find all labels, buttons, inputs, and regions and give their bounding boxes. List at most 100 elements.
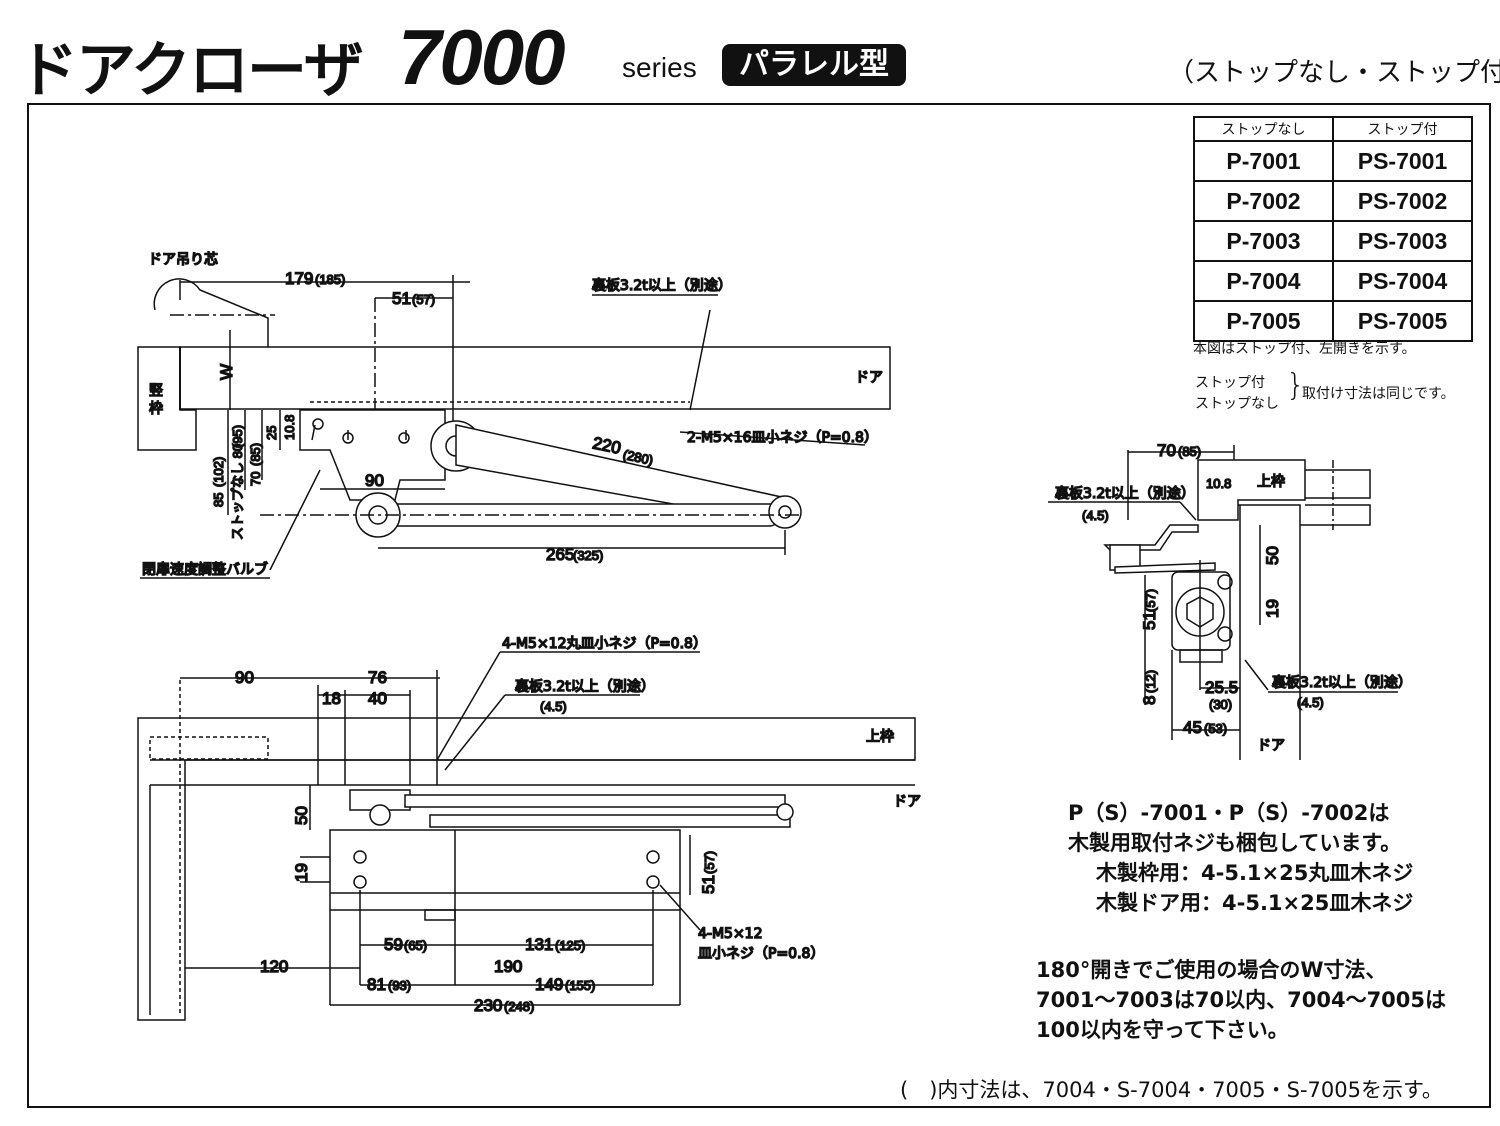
bottom-screws2-label-2: 皿小ネジ（P=0.8）	[698, 946, 824, 962]
w-label: W	[217, 364, 236, 380]
cell: PS-7002	[1332, 180, 1473, 222]
drawing-frame	[27, 103, 1491, 1108]
bottom-dim-57: (57)	[702, 851, 717, 874]
page-title: ドアクローザ	[18, 36, 364, 106]
bottom-screws-label: 4-M5×12丸皿小ネジ（P=0.8）	[502, 636, 707, 652]
cell: P-7005	[1193, 300, 1334, 342]
bottom-view	[137, 651, 916, 1021]
cell: P-7002	[1193, 180, 1334, 222]
side-dim-10-8: 10.8	[1206, 476, 1231, 491]
bottom-dim-125: (125)	[555, 938, 585, 953]
side-dim-53: (53)	[1204, 721, 1227, 736]
cell: P-7004	[1193, 260, 1334, 302]
wood-screws-note-1: P（S）-7001・P（S）-7002は	[1068, 801, 1390, 825]
bottom-dim-81: 81	[367, 975, 386, 994]
cell: PS-7001	[1332, 140, 1473, 182]
stop-without-label: ストップなし	[1195, 396, 1279, 412]
brace-icon: }	[1286, 368, 1306, 403]
dim-57: (57)	[412, 292, 435, 307]
bottom-dim-190: 190	[494, 957, 522, 976]
col-header: ストップなし	[1193, 116, 1334, 142]
same-dims-note: 取付け寸法は同じです。	[1302, 386, 1455, 402]
bottom-dim-19: 19	[292, 863, 311, 882]
side-dim-57: (57)	[1143, 589, 1158, 612]
side-dim-51: 51	[1140, 611, 1159, 630]
dim-51: 51	[392, 289, 411, 308]
figure-note: 本図はストップ付、左開きを示す。	[1193, 341, 1416, 357]
dim-90: 90	[365, 471, 384, 490]
bottom-screws2-label-1: 4-M5×12	[698, 926, 763, 942]
closer-body-bottom	[329, 829, 681, 911]
table-header-row: ストップなし ストップ付	[1193, 116, 1473, 142]
forearm-bottom	[404, 794, 786, 808]
side-dim-12: (12)	[1143, 670, 1158, 693]
dim-10-8: 10.8	[282, 415, 297, 440]
main-arm-bottom	[429, 814, 791, 828]
side-dim-25-5: 25.5	[1205, 678, 1238, 697]
bottom-dim-90: 90	[235, 668, 254, 687]
side-view	[1048, 445, 1398, 760]
screws-label: 2-M5×16皿小ネジ（P=0.8）	[687, 430, 878, 446]
backplate-label: 裏板3.2t以上（別途）	[592, 277, 732, 294]
side-head-frame-label: 上枠	[1257, 474, 1285, 490]
backplate-leader	[689, 309, 711, 411]
side-dim-50: 50	[1263, 546, 1282, 565]
valve-leader	[269, 469, 321, 571]
valve-label: 閉扉速度調整バルブ	[142, 561, 268, 578]
dim-25: 25	[264, 426, 279, 440]
bottom-dim-51: 51	[699, 875, 718, 894]
closer-end	[1171, 571, 1231, 651]
side-dim-30: (30)	[1209, 697, 1232, 712]
bottom-dim-65: (65)	[404, 938, 427, 953]
bottom-dim-120: 120	[260, 957, 288, 976]
dim-220: 220	[591, 433, 623, 457]
wood-frame-screws: 木製枠用：4-5.1×25丸皿木ネジ	[1096, 861, 1414, 885]
bottom-dim-18: 18	[322, 689, 341, 708]
dim-85-total: 85	[211, 493, 226, 507]
dim-325: (325)	[573, 548, 603, 563]
bottom-dim-40: 40	[368, 689, 387, 708]
side-door-label: ドア	[1257, 738, 1285, 754]
type-badge: パラレル型	[722, 44, 906, 86]
bottom-dim-131: 131	[525, 935, 553, 954]
dim-179: 179	[285, 269, 313, 288]
dim-95: (95)	[230, 425, 245, 448]
cell: PS-7004	[1332, 260, 1473, 302]
side-backplate-label: 裏板3.2t以上（別途）	[1055, 485, 1195, 502]
w-dimension-note-3: 100以内を守って下さい。	[1036, 1018, 1289, 1042]
dim-185: (185)	[315, 272, 345, 287]
bottom-dim-230: 230	[474, 996, 502, 1015]
bottom-dim-149: 149	[535, 975, 563, 994]
series-label: series	[622, 52, 697, 83]
cell: P-7003	[1193, 220, 1334, 262]
wood-screws-note-2: 木製用取付ネジも梱包しています。	[1068, 831, 1402, 855]
side-backplate-thickness: (4.5)	[1082, 508, 1109, 523]
cell: PS-7003	[1332, 220, 1473, 262]
side-dim-70: 70	[1157, 441, 1176, 460]
col-header: ストップ付	[1332, 116, 1473, 142]
parentheses-note: ( )内寸法は、7004・S-7004・7005・S-7005を示す。	[900, 1078, 1443, 1102]
hinge-center-label: ドア吊り芯	[148, 252, 218, 268]
frame-jamb-label-2: 枠	[149, 401, 163, 417]
side-backplate2-thickness: (4.5)	[1297, 695, 1324, 710]
side-dim-85: (85)	[1178, 444, 1201, 459]
dim-80: ストップなし 80	[230, 444, 245, 540]
dim-102: (102)	[211, 457, 226, 487]
bottom-backplate-label: 裏板3.2t以上（別途）	[515, 678, 655, 695]
w-dimension-note-2: 7001～7003は70以内、7004～7005は	[1036, 988, 1447, 1012]
stop-with-label: ストップ付	[1195, 375, 1265, 391]
hinge-shape	[153, 278, 269, 347]
side-dim-8: 8	[1140, 696, 1159, 705]
door-label: ドア	[855, 370, 883, 386]
w-dimension-note-1: 180°開きでご使用の場合のW寸法、	[1036, 958, 1387, 982]
bottom-backplate-thickness: (4.5)	[540, 699, 567, 714]
dim-85: (85)	[248, 443, 263, 466]
bottom-head-frame-label: 上枠	[866, 729, 894, 745]
subtitle: （ストップなし・ストップ付）	[1168, 58, 1500, 88]
